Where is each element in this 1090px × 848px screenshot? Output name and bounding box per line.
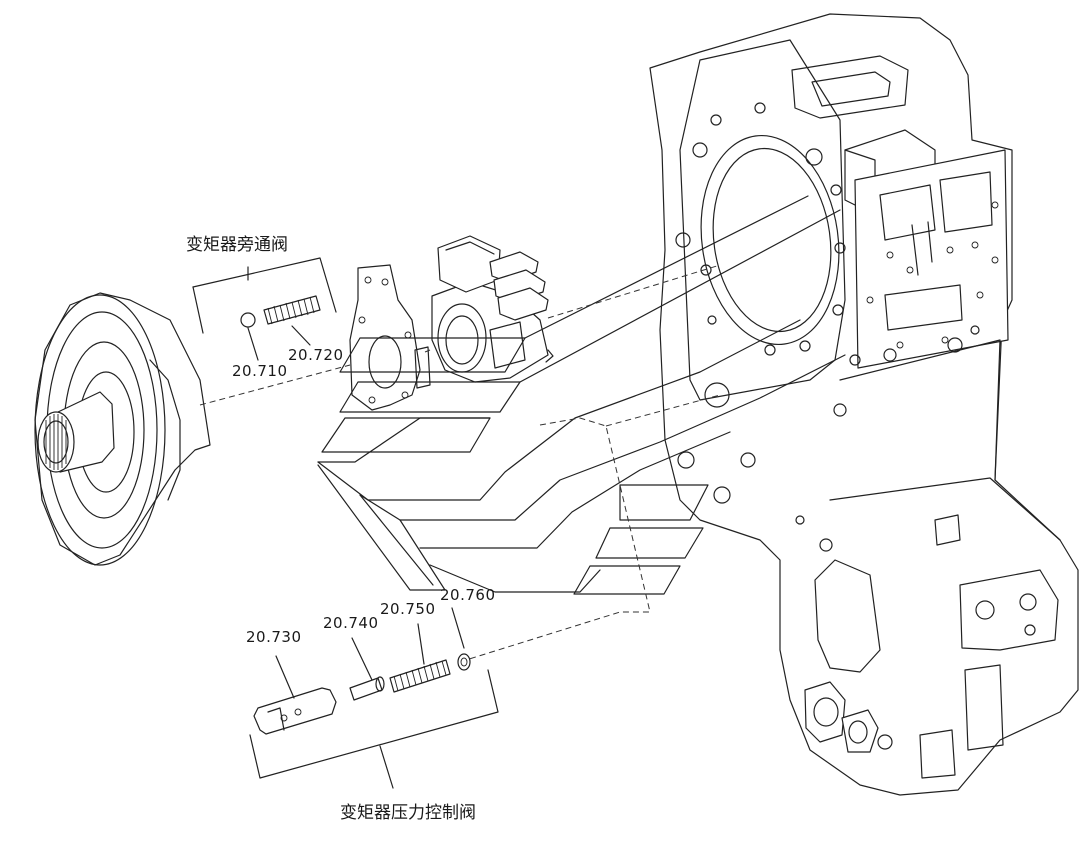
spring-20-720 xyxy=(263,295,321,325)
part-label-20-730: 20.730 xyxy=(246,628,302,646)
washer-20-760 xyxy=(457,653,471,671)
bypass-valve-parts xyxy=(192,257,337,361)
part-label-20-740: 20.740 xyxy=(323,614,379,632)
oil-passage-outlines xyxy=(317,195,846,595)
part-label-20-720: 20.720 xyxy=(288,346,344,364)
pressure-valve-group-title: 变矩器压力控制阀 xyxy=(340,803,476,823)
part-label-20-710: 20.710 xyxy=(232,362,288,380)
ball-20-710 xyxy=(240,312,256,328)
assembly-center-lines xyxy=(199,264,721,661)
part-label-20-750: 20.750 xyxy=(380,600,436,618)
spring-20-750 xyxy=(389,659,451,693)
transmission-housing xyxy=(649,13,1079,796)
valve-housing-assembly xyxy=(349,235,554,411)
part-label-20-760: 20.760 xyxy=(440,586,496,604)
torque-converter-assembly xyxy=(34,292,211,566)
bypass-valve-group-title: 变矩器旁通阀 xyxy=(186,235,288,255)
pressure-valve-parts xyxy=(249,607,499,789)
